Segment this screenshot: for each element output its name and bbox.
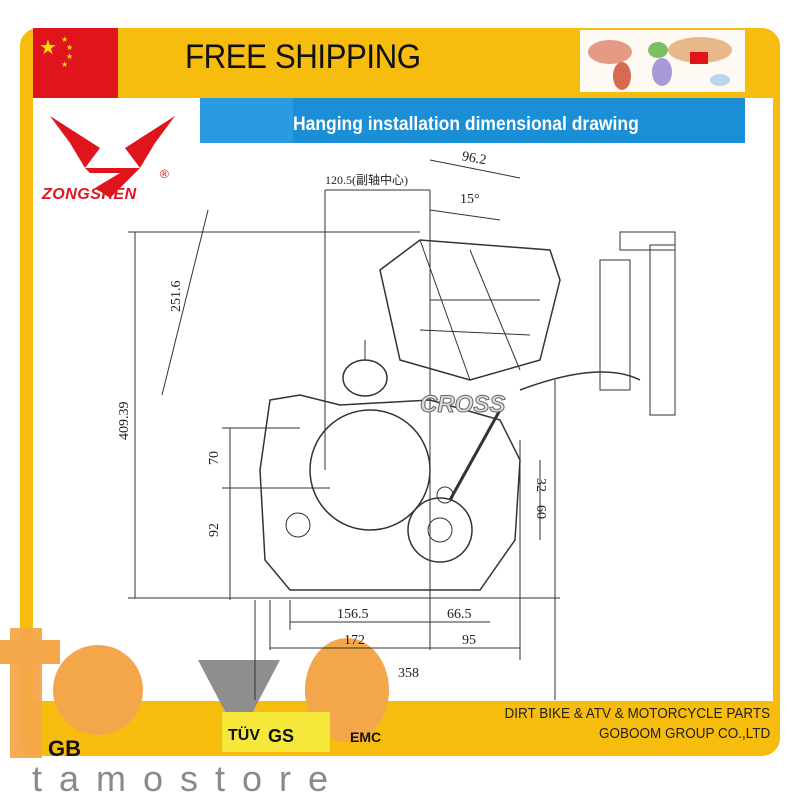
certification-badges-icon xyxy=(222,712,330,752)
svg-text:★: ★ xyxy=(66,43,73,52)
dim-251: 251.6 xyxy=(169,281,184,313)
emc-badge: EMC xyxy=(350,729,381,745)
world-map-icon xyxy=(580,30,745,92)
dim-32: 32 xyxy=(533,478,548,492)
svg-text:★: ★ xyxy=(61,60,68,69)
dim-66: 66.5 xyxy=(447,607,472,622)
cross-stamp: CROSS xyxy=(420,391,505,418)
zongshen-logo-icon: ® xyxy=(50,116,175,198)
tuv-badge: TÜV xyxy=(228,725,260,744)
dim-96: 96.2 xyxy=(461,149,488,168)
banner-title: Hanging installation dimensional drawing xyxy=(293,114,639,135)
watermark-store-name: tamostore xyxy=(32,758,346,799)
free-shipping-title: FREE SHIPPING xyxy=(185,38,421,76)
footer-company-line: GOBOOM GROUP CO.,LTD xyxy=(598,725,770,742)
gs-badge: GS xyxy=(268,726,294,746)
dim-172: 172 xyxy=(344,633,365,648)
dim-120: 120.5(副轴中心) xyxy=(325,172,408,187)
footer-parts-line: DIRT BIKE & ATV & MOTORCYCLE PARTS xyxy=(504,705,770,722)
gb-logo: GB xyxy=(48,736,81,761)
watermark-triangle xyxy=(198,660,280,738)
dim-156: 156.5 xyxy=(337,607,369,622)
dim-358: 358 xyxy=(398,666,419,681)
svg-text:★: ★ xyxy=(61,35,68,44)
watermark-letter-a xyxy=(53,645,143,735)
dim-angle: 15° xyxy=(460,192,480,207)
svg-text:★: ★ xyxy=(66,52,73,61)
china-flag-icon: ★★★★★ xyxy=(33,28,118,98)
dim-70: 70 xyxy=(207,451,222,465)
brand-name: ZONGSHEN xyxy=(42,186,137,203)
dim-95: 95 xyxy=(462,633,476,648)
svg-text:®: ® xyxy=(160,167,169,181)
dim-60: 60 xyxy=(533,505,548,519)
svg-text:★: ★ xyxy=(39,37,57,59)
title-banner xyxy=(200,98,745,143)
dim-409: 409.39 xyxy=(117,402,132,441)
dim-92: 92 xyxy=(207,523,222,537)
